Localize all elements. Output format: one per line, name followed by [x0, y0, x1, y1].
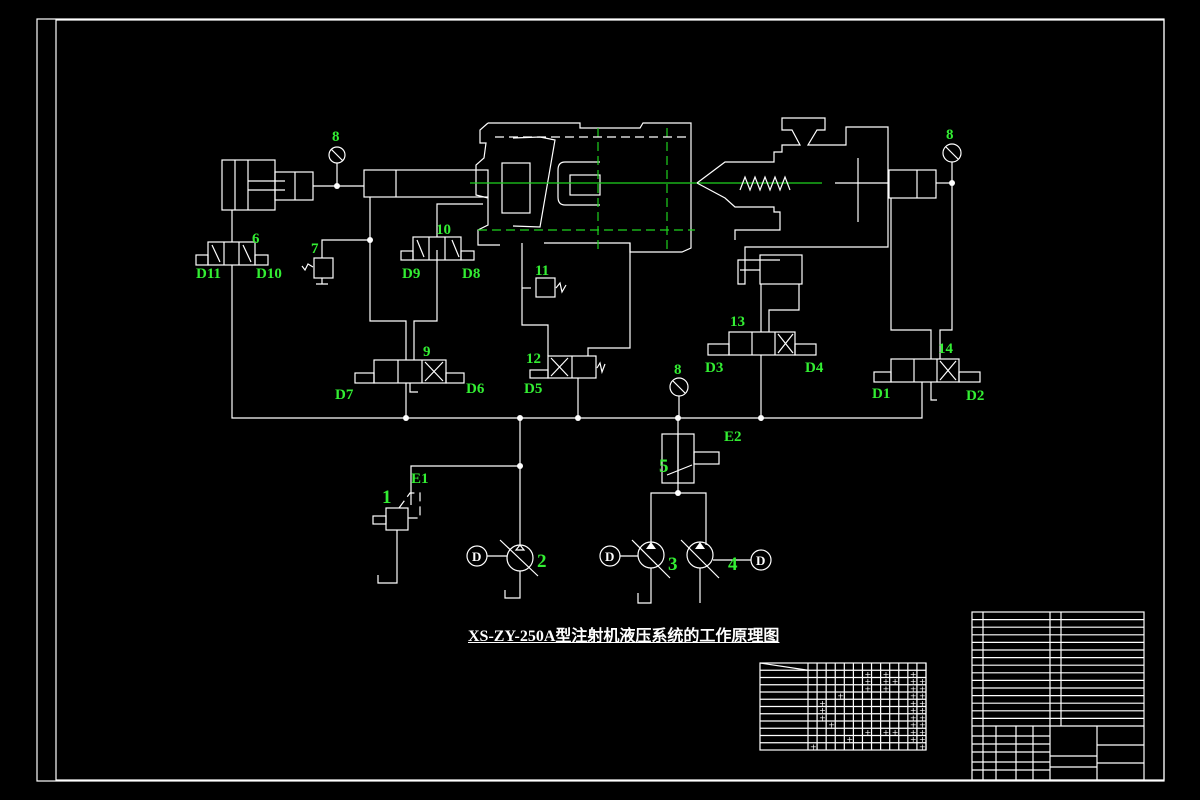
nozzle-cylinder [221, 159, 364, 242]
valve-11 [522, 277, 567, 298]
label-valve-13: 13 [730, 314, 745, 330]
label-d6: D6 [466, 381, 485, 397]
label-e2: E2 [724, 429, 742, 445]
table-mark: + [919, 699, 926, 708]
pump-2 [466, 539, 539, 599]
title-block [971, 611, 1145, 781]
label-valve-6: 6 [252, 231, 260, 247]
label-valve-14: 14 [938, 341, 954, 357]
drawing-frame [36, 18, 1165, 782]
label-d1: D1 [872, 386, 890, 402]
table-mark: + [919, 713, 926, 722]
pumps-3-4 [599, 539, 772, 604]
table-mark: + [910, 721, 917, 730]
table-mark: + [919, 692, 926, 701]
label-d4: D4 [805, 360, 824, 376]
label-valve-10: 10 [436, 222, 451, 238]
table-mark: + [819, 713, 826, 722]
table-mark: + [910, 670, 917, 679]
table-mark: + [819, 706, 826, 715]
label-pump-3: 3 [668, 554, 678, 575]
action-table: +++++++++++++++++++++++++++++++++++++ [759, 662, 927, 751]
label-valve-7: 7 [311, 241, 319, 257]
label-d5: D5 [524, 381, 542, 397]
label-d8: D8 [462, 266, 480, 282]
table-mark: + [919, 721, 926, 730]
table-mark: + [892, 677, 899, 686]
table-mark: + [919, 728, 926, 737]
table-diagonal [759, 662, 809, 671]
motor-label: D [472, 549, 481, 564]
clamp-unit [475, 122, 692, 356]
table-mark: + [883, 684, 890, 693]
label-valve-12: 12 [526, 351, 541, 367]
table-mark: + [910, 713, 917, 722]
drawing-title: XS-ZY-250A型注射机液压系统的工作原理图 [468, 628, 780, 645]
label-pump-2: 2 [537, 551, 547, 572]
table-mark: + [865, 728, 872, 737]
table-mark: + [828, 721, 835, 730]
label-d11: D11 [196, 266, 221, 282]
table-mark: + [919, 735, 926, 744]
label-gauge-mid: 8 [674, 362, 682, 378]
label-valve-1: 1 [382, 487, 392, 508]
table-mark: + [919, 677, 926, 686]
table-mark: + [865, 677, 872, 686]
valve-5 [661, 433, 720, 484]
table-mark: + [883, 677, 890, 686]
table-mark: + [883, 670, 890, 679]
valve-9 [354, 359, 465, 418]
clamp-cylinder [321, 169, 489, 360]
motor-symbols: D D D [472, 549, 765, 568]
gauge-mid [669, 377, 689, 418]
label-d9: D9 [402, 266, 420, 282]
table-mark: + [910, 728, 917, 737]
table-mark: + [865, 670, 872, 679]
gauge-left [328, 146, 346, 189]
gauge-right [936, 143, 962, 186]
label-valve-9: 9 [423, 344, 431, 360]
table-mark: + [910, 735, 917, 744]
valve-1 [372, 492, 421, 584]
table-mark: + [837, 692, 844, 701]
label-valve-5: 5 [659, 456, 669, 477]
label-d7: D7 [335, 387, 354, 403]
table-mark: + [910, 684, 917, 693]
table-mark: + [865, 684, 872, 693]
label-gauge-right: 8 [946, 127, 954, 143]
table-mark: + [919, 684, 926, 693]
table-mark: + [910, 699, 917, 708]
table-mark: + [892, 728, 899, 737]
label-e1: E1 [411, 471, 429, 487]
label-gauge-left: 8 [332, 129, 340, 145]
valve-14 [873, 358, 981, 401]
label-d3: D3 [705, 360, 723, 376]
motor-label: D [605, 549, 614, 564]
label-pump-4: 4 [728, 554, 738, 575]
centerlines [470, 128, 822, 252]
injection-unit [696, 117, 953, 359]
table-mark: + [910, 706, 917, 715]
table-mark: + [910, 677, 917, 686]
valve-10 [400, 236, 475, 261]
valve-7 [301, 257, 334, 285]
table-mark: + [919, 742, 926, 751]
table-mark: + [810, 742, 817, 751]
table-mark: + [919, 706, 926, 715]
valve-6 [195, 241, 269, 266]
label-valve-11: 11 [535, 263, 549, 279]
main-pressure-line [231, 265, 923, 545]
valve-13 [707, 331, 817, 418]
label-d2: D2 [966, 388, 984, 404]
component-labels: 8 6 D11 D10 7 10 D9 D8 9 D7 D6 11 12 D5 … [196, 127, 984, 575]
table-mark: + [910, 692, 917, 701]
table-mark: + [883, 728, 890, 737]
label-d10: D10 [256, 266, 282, 282]
valve-12 [529, 355, 606, 418]
table-mark: + [846, 735, 853, 744]
table-mark: + [819, 699, 826, 708]
motor-label: D [756, 553, 765, 568]
